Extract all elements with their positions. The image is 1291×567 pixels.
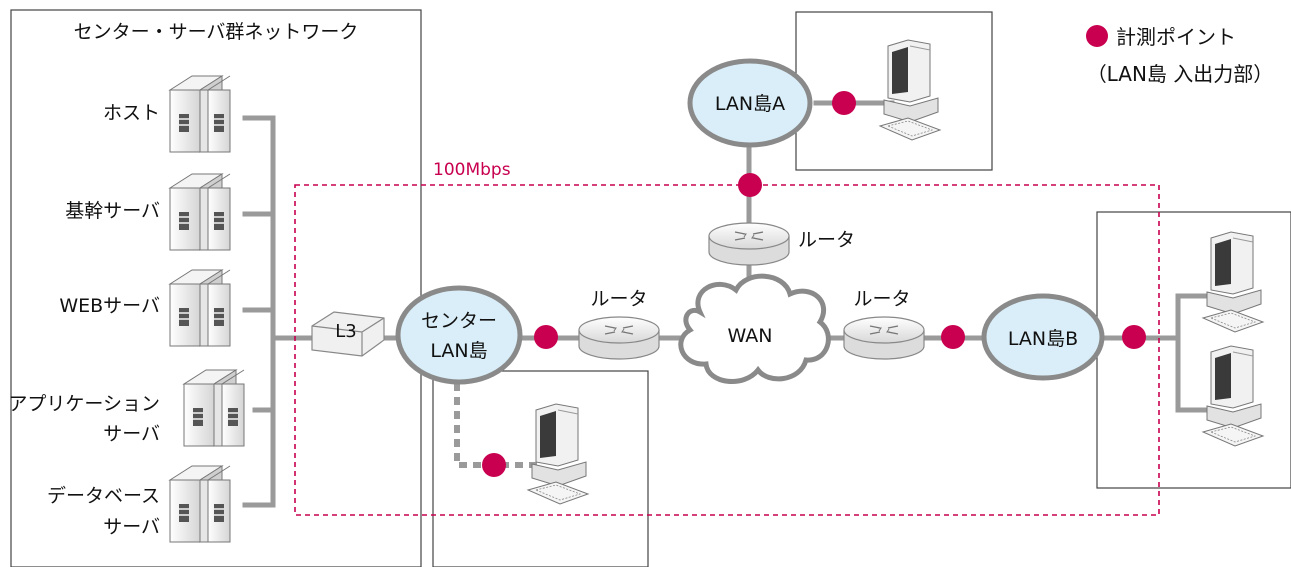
router-top-icon: [708, 222, 790, 266]
center-lan-label-line2: LAN島: [430, 340, 487, 362]
db-server-icon: [169, 465, 231, 543]
router-right-label: ルータ: [853, 288, 910, 310]
lan-b-label: LAN島B: [1008, 328, 1078, 350]
router-top-label: ルータ: [798, 229, 855, 251]
router-left-icon: [578, 316, 660, 360]
legend-marker-icon: [1086, 25, 1108, 47]
host-server-icon: [169, 75, 231, 153]
app-server-icon: [183, 369, 245, 447]
lan-b-node: LAN島B: [981, 293, 1105, 381]
router-right-icon: [843, 316, 925, 360]
center-group-title: センター・サーバ群ネットワーク: [74, 21, 359, 43]
lan-a-pc-icon: [879, 39, 941, 141]
legend: 計測ポイント （LAN島 入出力部）: [1086, 25, 1273, 86]
center-group-frame: [10, 9, 422, 567]
measurement-points: [482, 91, 1146, 477]
lan-a-label: LAN島A: [715, 93, 785, 115]
router-left-label: ルータ: [590, 288, 647, 310]
lan-b-pc2-icon: [1202, 345, 1264, 447]
center-lan-label-line1: センター: [421, 310, 497, 332]
measure-point-lan-b: [1122, 325, 1146, 349]
measurement-area-frame: [294, 184, 1160, 516]
l3-label: L3: [335, 321, 356, 342]
server-label-db-line1: データベース: [47, 485, 160, 507]
lan-b-pc1-icon: [1202, 231, 1264, 333]
center-lan-frame: [432, 370, 649, 567]
center-lan-node: センター LAN島: [395, 285, 523, 385]
legend-sub-label: （LAN島 入出力部）: [1087, 62, 1274, 86]
server-label-web: WEBサーバ: [59, 295, 160, 317]
lan-a-node: LAN島A: [687, 58, 813, 148]
lan-b-frame: [1096, 211, 1291, 489]
server-label-core: 基幹サーバ: [65, 200, 160, 222]
center-lan-pc-icon: [527, 403, 589, 505]
wan-cloud: WAN: [678, 273, 831, 384]
dashed-link: [454, 383, 540, 468]
bandwidth-label: 100Mbps: [433, 160, 511, 180]
wan-label: WAN: [728, 325, 773, 347]
server-label-app-line2: サーバ: [103, 423, 160, 445]
measure-point-lan-a-uplink: [738, 173, 762, 197]
server-label-db-line2: サーバ: [103, 516, 160, 538]
measure-point-lan-a: [832, 91, 856, 115]
legend-marker-label: 計測ポイント: [1116, 25, 1236, 49]
measure-point-center-lan: [534, 325, 558, 349]
measure-point-center-pc: [482, 453, 506, 477]
l3-switch: L3: [311, 311, 385, 357]
server-label-host: ホスト: [103, 102, 160, 124]
web-server-icon: [169, 269, 231, 347]
server-label-app-line1: アプリケーション: [8, 393, 160, 415]
core-server-icon: [169, 173, 231, 251]
measure-point-lan-b-uplink: [941, 325, 965, 349]
